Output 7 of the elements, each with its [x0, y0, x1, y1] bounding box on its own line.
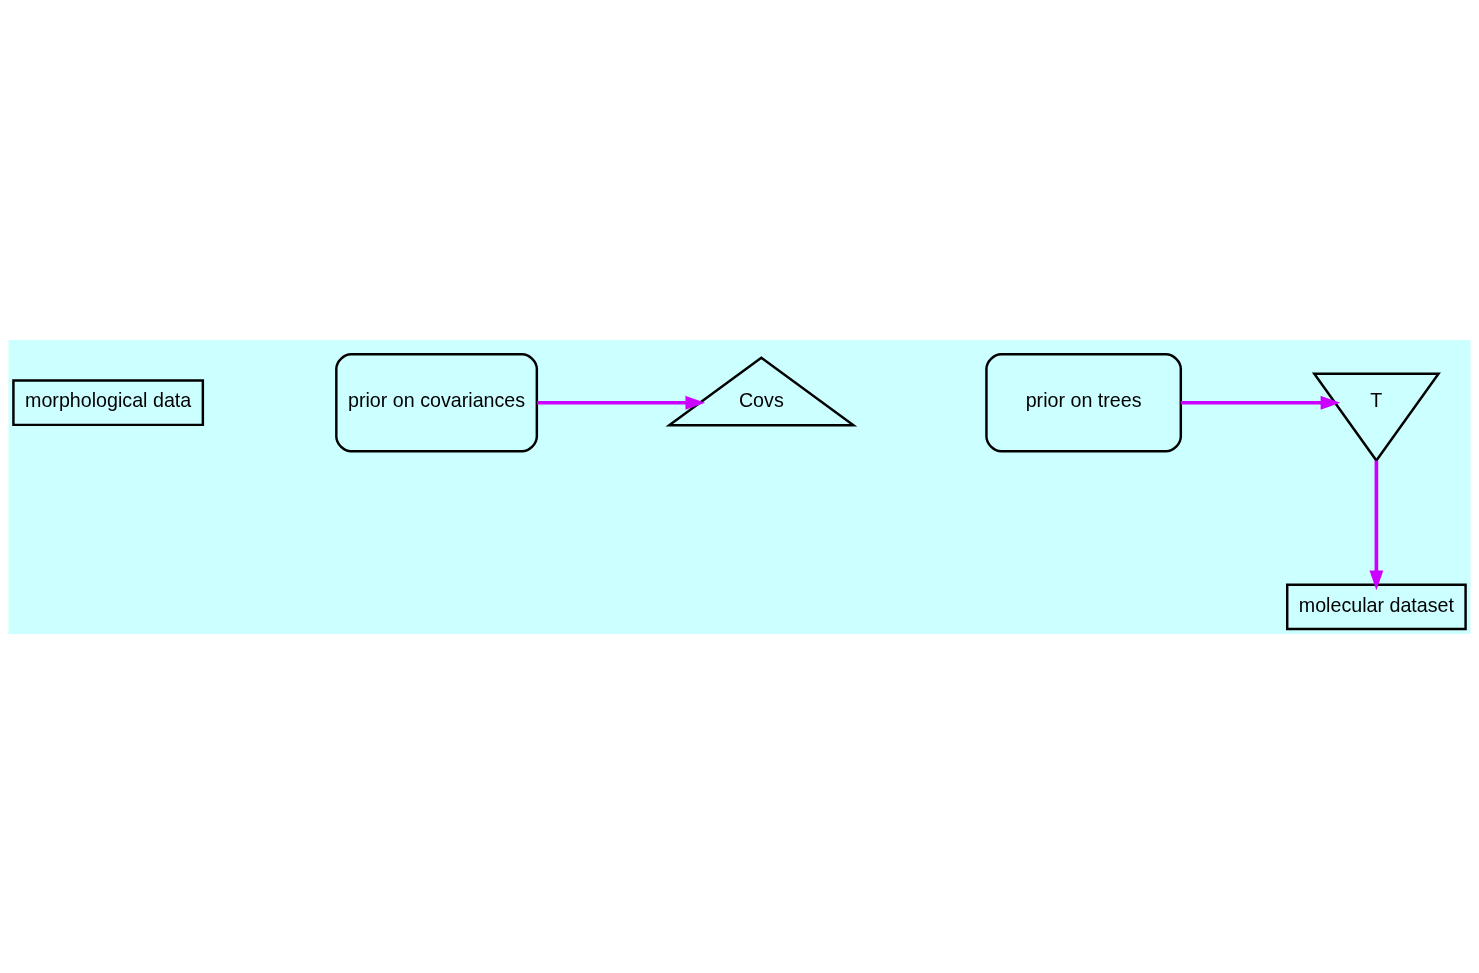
arrow: [1369, 460, 1384, 590]
arrow: [1180, 395, 1341, 410]
node-box: prior on trees: [985, 352, 1183, 453]
node-box: morphological data: [12, 378, 205, 426]
arrow: [537, 395, 706, 410]
node-box: prior on covariances: [335, 352, 539, 453]
node-box: molecular dataset: [1286, 583, 1467, 630]
